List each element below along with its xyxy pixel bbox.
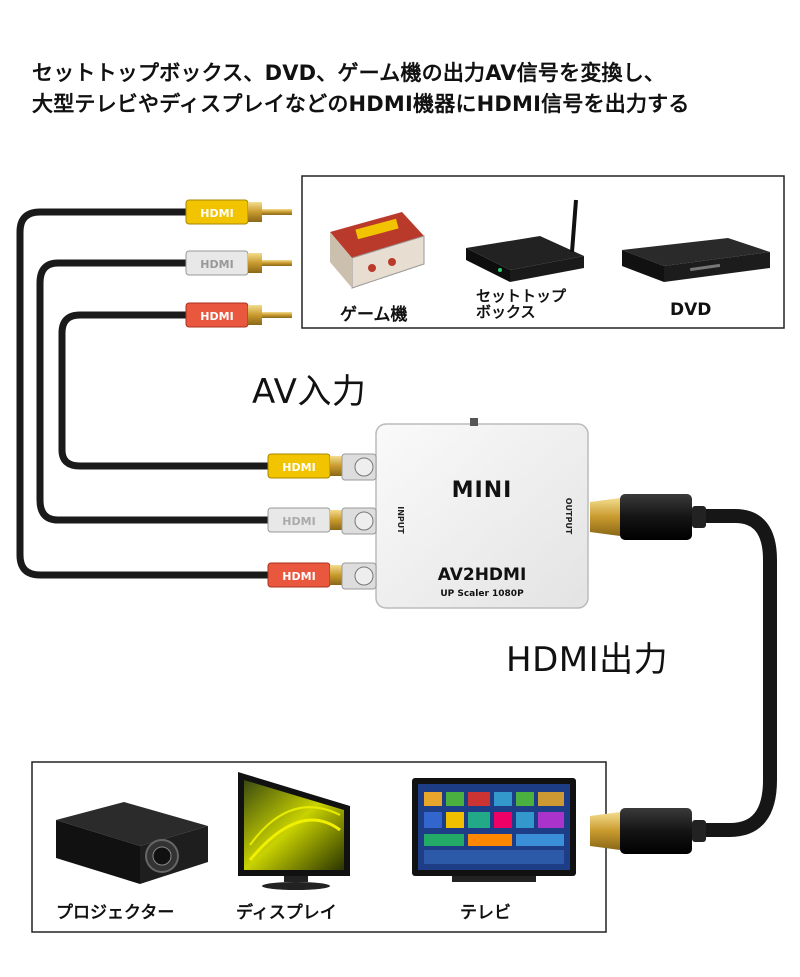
rca-plug-red-bottom: HDMI bbox=[267, 562, 342, 588]
rca-plug-yellow-top: HDMI bbox=[185, 199, 292, 225]
svg-text:HDMI: HDMI bbox=[282, 570, 315, 583]
projector-image bbox=[56, 802, 208, 884]
model-main-text: AV2HDMI bbox=[438, 565, 527, 585]
hdmi-cable bbox=[590, 494, 777, 854]
model-sub-text: UP Scaler 1080P bbox=[440, 589, 524, 599]
output-port-label: OUTPUT bbox=[564, 498, 573, 535]
set-top-box-image bbox=[466, 199, 584, 282]
display-label: ディスプレイ bbox=[236, 903, 337, 923]
display-monitor-image bbox=[238, 772, 350, 890]
set-top-box-label-line-1: セットトップ bbox=[476, 287, 567, 305]
dvd-player-image bbox=[622, 238, 770, 282]
rca-jacks bbox=[341, 453, 377, 590]
svg-text:HDMI: HDMI bbox=[282, 515, 315, 528]
rca-cables bbox=[16, 208, 274, 579]
rca-plug-white-top: HDMI bbox=[185, 250, 292, 276]
hdmi-output-label: HDMI出力 bbox=[506, 640, 669, 680]
projector-label: プロジェクター bbox=[56, 903, 175, 923]
input-port-label: INPUT bbox=[396, 506, 405, 534]
svg-text:HDMI: HDMI bbox=[200, 207, 233, 220]
set-top-box-label-line-2: ボックス bbox=[476, 303, 536, 321]
game-console-image bbox=[330, 212, 425, 289]
model-top-text: MINI bbox=[452, 478, 513, 503]
headline: セットトップボックス、DVD、ゲーム機の出力AV信号を変換し、 大型テレビやディ… bbox=[32, 58, 792, 120]
dvd-label: DVD bbox=[670, 300, 712, 320]
rca-plug-yellow-bottom: HDMI bbox=[267, 453, 342, 479]
rca-plug-red-top: HDMI bbox=[185, 302, 292, 328]
tv-image bbox=[412, 778, 576, 882]
av-input-label: AV入力 bbox=[252, 372, 367, 412]
av2hdmi-converter: MINI AV2HDMI UP Scaler 1080P INPUT OUTPU… bbox=[341, 418, 589, 609]
svg-text:HDMI: HDMI bbox=[200, 258, 233, 271]
set-top-box-label: セットトップ ボックス bbox=[476, 288, 566, 320]
headline-line-1: セットトップボックス、DVD、ゲーム機の出力AV信号を変換し、 bbox=[32, 61, 666, 85]
tv-label: テレビ bbox=[460, 903, 511, 923]
game-console-label: ゲーム機 bbox=[340, 305, 408, 325]
svg-text:HDMI: HDMI bbox=[200, 310, 233, 323]
headline-line-2: 大型テレビやディスプレイなどのHDMI機器にHDMI信号を出力する bbox=[32, 92, 690, 116]
rca-plug-white-bottom: HDMI bbox=[267, 507, 342, 533]
svg-text:HDMI: HDMI bbox=[282, 461, 315, 474]
